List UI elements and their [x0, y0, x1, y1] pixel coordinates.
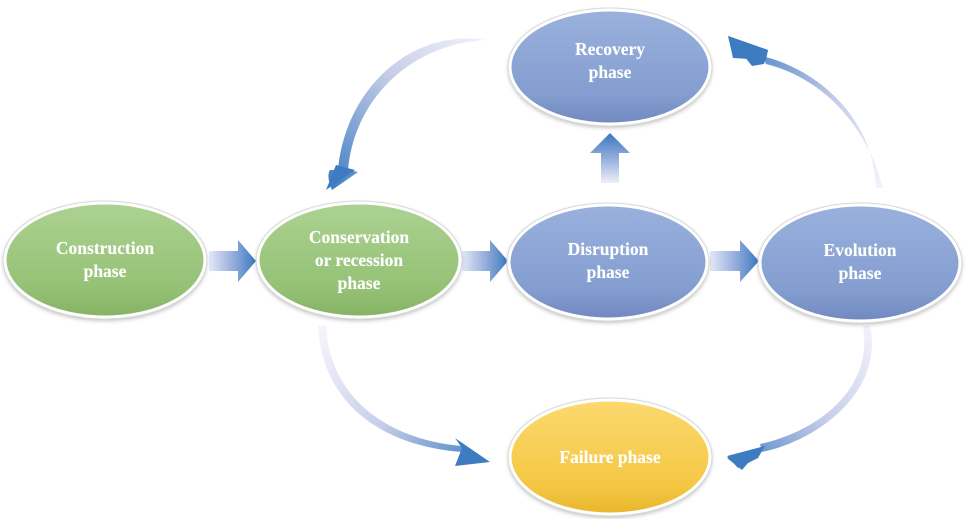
arrow-conservation-to-disruption [462, 240, 508, 282]
arrowhead-icon [326, 165, 355, 190]
arrow-construction-to-conservation [209, 240, 256, 282]
node-conservation [256, 201, 462, 319]
arrow-disruption-to-recovery [590, 133, 630, 183]
curved-arrow-evolution-to-recovery [728, 36, 883, 188]
curved-arrow-recovery-to-conservation [326, 38, 486, 191]
node-disruption [507, 203, 709, 321]
node-construction [3, 201, 207, 319]
arrowhead-icon [455, 438, 490, 466]
node-evolution [758, 203, 962, 323]
curved-arrow-evolution-to-failure [727, 326, 872, 470]
curved-arrow-conservation-to-failure [318, 326, 490, 466]
arrow-disruption-to-evolution [710, 240, 759, 282]
node-failure [508, 398, 712, 516]
node-recovery [508, 8, 712, 126]
